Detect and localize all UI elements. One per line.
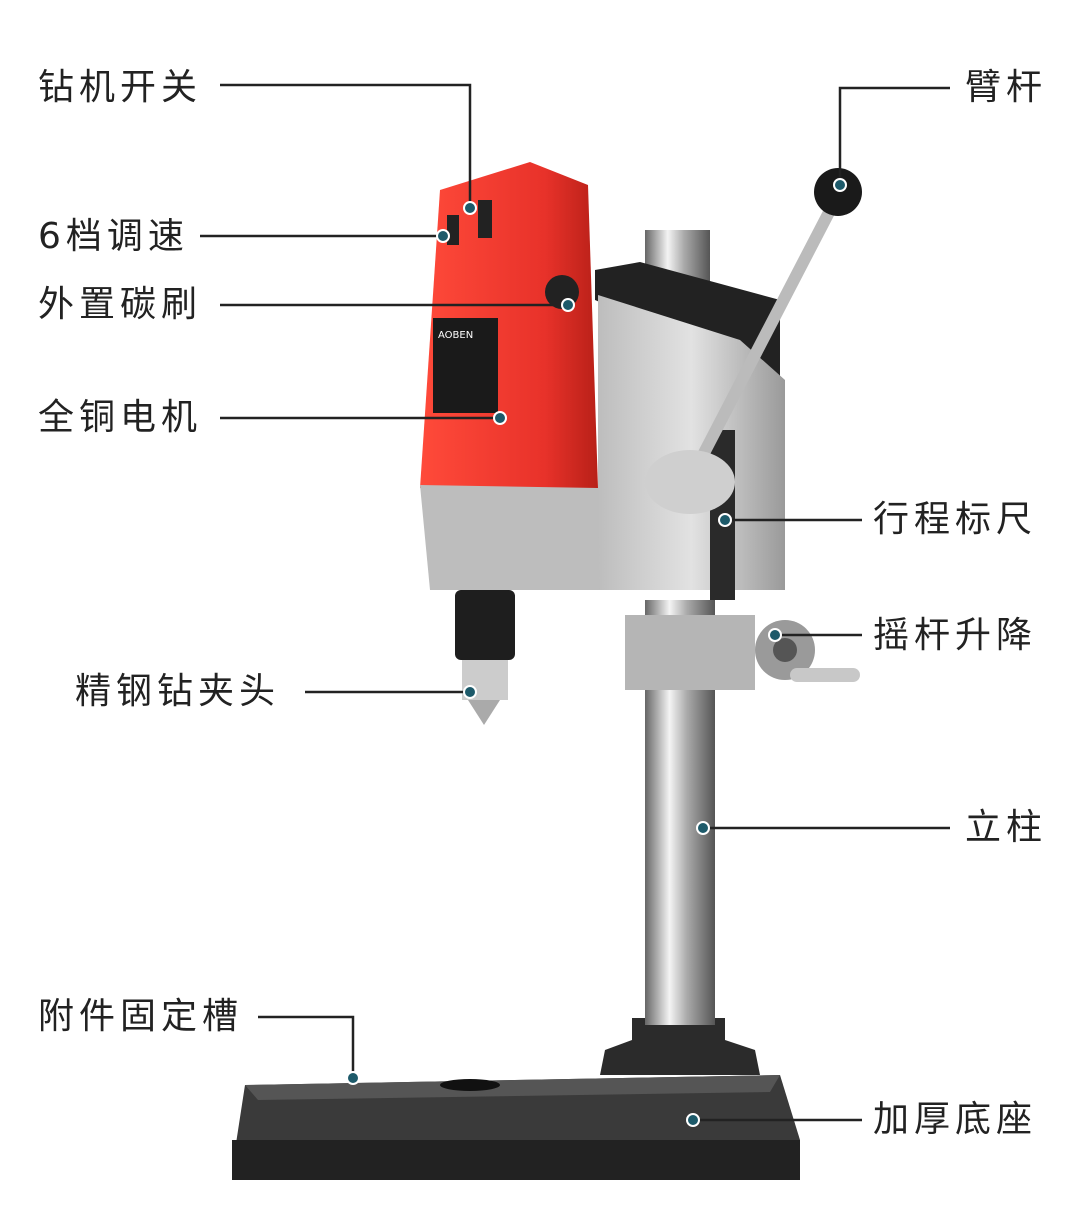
label-crank: 摇杆升降 [873, 615, 1038, 656]
motor [420, 162, 600, 725]
label-slot: 附件固定槽 [38, 996, 244, 1037]
label-chuck: 精钢钻夹头 [75, 671, 281, 712]
motor-brand: AOBEN [438, 330, 474, 341]
label-scale: 行程标尺 [873, 499, 1038, 540]
label-switch: 钻机开关 [38, 67, 203, 108]
label-base: 加厚底座 [873, 1099, 1038, 1140]
leader-lines [200, 83, 950, 1122]
lever-arm [645, 168, 862, 514]
label-column: 立柱 [965, 807, 1048, 848]
marker-dots [346, 178, 847, 1127]
label-brush: 外置碳刷 [38, 284, 203, 325]
drill-head [595, 262, 860, 690]
label-arm: 臂杆 [965, 67, 1048, 108]
base [232, 1018, 800, 1180]
label-motor: 全铜电机 [38, 397, 203, 438]
label-speed: 6档调速 [38, 216, 189, 257]
